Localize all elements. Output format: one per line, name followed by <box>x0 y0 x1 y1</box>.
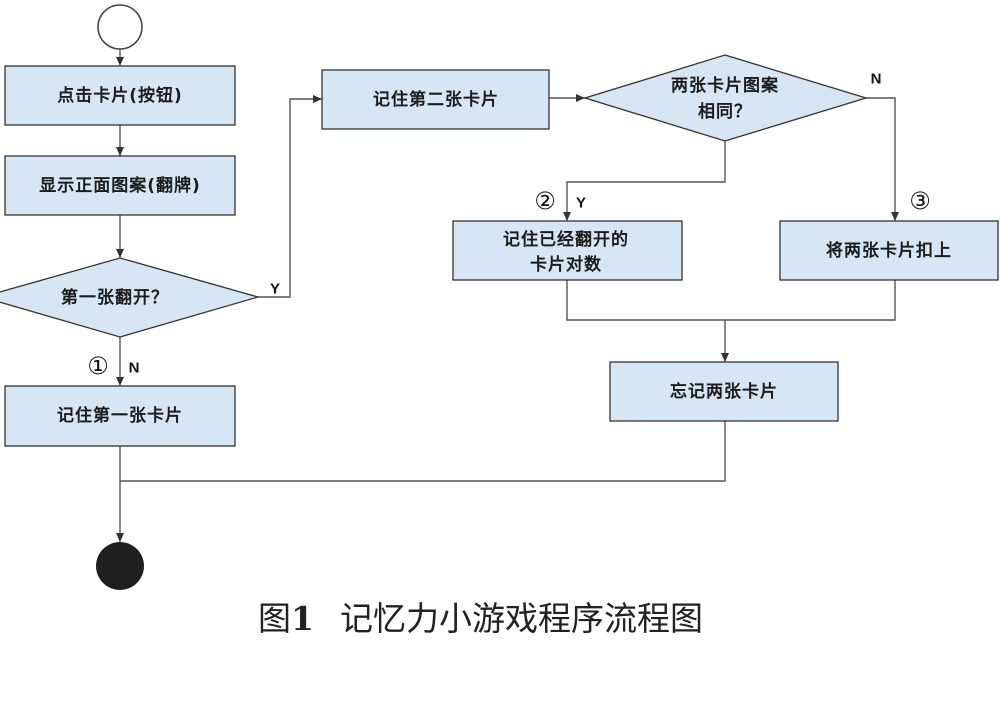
decision-diamond <box>0 257 261 338</box>
edge-label-first-flipped-no: N <box>129 360 140 377</box>
process-box <box>4 155 236 216</box>
node-show-front: 显示正面图案(翻牌) <box>4 155 236 216</box>
node-remember-pairs: 记住已经翻开的 卡片对数 <box>452 220 683 281</box>
node-label: 将两张卡片扣上 <box>826 240 952 261</box>
node-label-line-2: 卡片对数 <box>530 254 602 275</box>
connector-remember-pairs-to-merge <box>566 280 725 321</box>
caption-title: 记忆力小游戏程序流程图 <box>340 599 703 638</box>
node-label: 显示正面图案(翻牌) <box>39 175 201 196</box>
process-box <box>779 220 999 281</box>
end-node <box>96 542 144 590</box>
edge-label-same-pattern-no: N <box>871 71 882 88</box>
connector-same-pattern-yes <box>563 141 726 221</box>
node-label: 忘记两张卡片 <box>670 381 778 402</box>
node-label: 第一张翻开？ <box>61 287 169 308</box>
process-box <box>452 220 683 281</box>
node-forget-both: 忘记两张卡片 <box>609 361 839 422</box>
node-remember-second: 记住第二张卡片 <box>321 69 550 130</box>
step-marker-one: ① <box>87 352 109 380</box>
node-flip-back: 将两张卡片扣上 <box>779 220 999 281</box>
caption-figure-number: 1 <box>291 599 314 638</box>
node-label: 点击卡片(按钮) <box>57 85 183 106</box>
node-label: 记住第一张卡片 <box>57 405 183 426</box>
node-label-line-1: 两张卡片图案 <box>671 75 779 96</box>
figure-caption: 图1 记忆力小游戏程序流程图 <box>258 599 703 638</box>
edge-label-same-pattern-yes: Y <box>576 195 586 212</box>
step-marker-two: ② <box>534 187 556 215</box>
node-click-card: 点击卡片(按钮) <box>4 65 236 126</box>
connectors <box>116 49 899 542</box>
step-marker-three: ③ <box>909 187 931 215</box>
node-label: 记住第二张卡片 <box>373 89 499 110</box>
decision-diamond <box>582 54 869 142</box>
connector-first-flipped-yes <box>258 95 322 298</box>
process-box <box>609 361 839 422</box>
caption-figure-prefix: 图 <box>258 599 291 638</box>
connector-flip-back-to-merge <box>725 280 896 321</box>
process-box <box>4 385 236 447</box>
process-box <box>321 69 550 130</box>
edge-label-first-flipped-yes: Y <box>270 281 280 298</box>
node-same-pattern: 两张卡片图案 相同？ <box>582 54 869 142</box>
node-first-flipped: 第一张翻开？ <box>0 257 261 338</box>
connector-same-pattern-no <box>866 97 899 221</box>
node-label-line-2: 相同？ <box>698 101 752 122</box>
node-label-line-1: 记住已经翻开的 <box>503 229 629 250</box>
caption-figure-label: 图1 <box>258 599 314 638</box>
connector-forget-both-to-end <box>120 421 726 482</box>
process-box <box>4 65 236 126</box>
start-node <box>97 4 143 50</box>
node-remember-first: 记住第一张卡片 <box>4 385 236 447</box>
